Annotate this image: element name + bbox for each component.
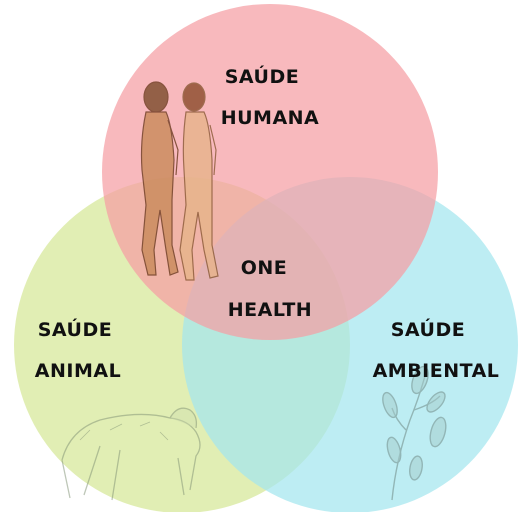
label-center-line2: HEALTH: [228, 299, 312, 321]
label-center-line1: ONE: [241, 257, 288, 279]
label-environment-line1: SAÚDE: [391, 317, 465, 341]
label-environment-line2: AMBIENTAL: [373, 360, 500, 382]
label-animal-line1: SAÚDE: [38, 317, 112, 341]
label-human-line1: SAÚDE: [225, 64, 299, 88]
label-human-line2: HUMANA: [221, 107, 320, 129]
label-animal-line2: ANIMAL: [35, 360, 121, 382]
